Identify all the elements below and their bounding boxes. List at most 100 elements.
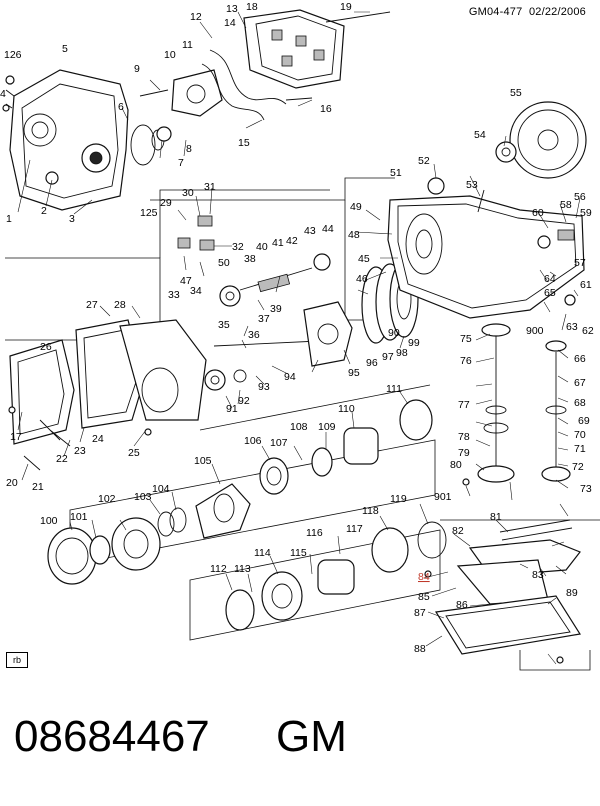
fasteners (2, 75, 564, 664)
callout-53: 53 (466, 179, 478, 191)
control-valve-body (9, 319, 207, 471)
callout-76: 76 (460, 355, 472, 367)
callout-42: 42 (286, 235, 298, 247)
callout-28: 28 (114, 299, 126, 311)
callout-105: 105 (194, 455, 212, 467)
callout-57: 57 (574, 257, 586, 269)
callout-93: 93 (258, 381, 270, 393)
callout-49: 49 (350, 201, 362, 213)
valve-body-assembly (139, 9, 391, 142)
callout-27: 27 (86, 299, 98, 311)
callout-40: 40 (256, 241, 268, 253)
callout-900: 900 (526, 325, 544, 337)
callout-83: 83 (532, 569, 544, 581)
callout-103: 103 (134, 491, 152, 503)
callout-115: 115 (290, 547, 307, 559)
callout-116: 116 (306, 527, 323, 539)
callout-24: 24 (92, 433, 104, 445)
callout-100: 100 (40, 515, 58, 527)
case-cover-assembly (5, 69, 165, 211)
callout-25: 25 (128, 447, 140, 459)
callout-901: 901 (434, 491, 452, 503)
callout-62: 62 (582, 325, 594, 337)
callout-50: 50 (218, 257, 230, 269)
callout-90: 90 (388, 327, 400, 339)
callout-97: 97 (382, 351, 394, 363)
exploded-transmission-diagram: 1 2 3 4 5 6 7 8 9 10 11 12 13 14 15 16 1… (0, 1, 600, 671)
planetary-gearsets (47, 399, 447, 631)
callout-126: 126 (4, 49, 22, 61)
callout-16: 16 (320, 103, 332, 115)
callout-29: 29 (160, 197, 172, 209)
callout-labels: 1 2 3 4 5 6 7 8 9 10 11 12 13 14 15 16 1… (0, 1, 594, 655)
callout-94: 94 (284, 371, 296, 383)
callout-64: 64 (544, 273, 556, 285)
callout-12: 12 (190, 11, 202, 23)
callout-96: 96 (366, 357, 378, 369)
callout-68a: 68 (574, 397, 586, 409)
callout-13: 13 (226, 3, 238, 15)
callout-31: 31 (204, 181, 216, 193)
callout-66: 66 (574, 353, 586, 365)
callout-125: 125 (140, 207, 158, 219)
callout-102: 102 (98, 493, 116, 505)
callout-75: 75 (460, 333, 472, 345)
callout-46: 46 (356, 273, 368, 285)
callout-22: 22 (56, 453, 68, 465)
callout-118: 118 (362, 505, 379, 517)
callout-79: 79 (458, 447, 470, 459)
callout-36: 36 (248, 329, 260, 341)
caption: 08684467 GM (14, 712, 347, 762)
callout-81a: 81 (490, 511, 502, 523)
callout-63: 63 (566, 321, 578, 333)
callout-98: 98 (396, 347, 408, 359)
gear-train (177, 215, 341, 391)
callout-106: 106 (244, 435, 262, 447)
callout-5: 5 (62, 43, 68, 55)
callout-3: 3 (69, 213, 75, 225)
callout-69: 69 (578, 415, 590, 427)
callout-1: 1 (6, 213, 12, 225)
callout-51: 51 (390, 167, 402, 179)
callout-52: 52 (418, 155, 430, 167)
callout-82a: 82 (452, 525, 464, 537)
callout-108: 108 (290, 421, 308, 433)
transmission-case (387, 177, 585, 319)
callout-87: 87 (414, 607, 426, 619)
callout-4: 4 (0, 88, 6, 100)
callout-39: 39 (270, 303, 282, 315)
servo-assemblies (477, 323, 571, 483)
callout-55: 55 (510, 87, 522, 99)
callout-107: 107 (270, 437, 288, 449)
callout-54: 54 (474, 129, 486, 141)
callout-114: 114 (254, 547, 271, 559)
callout-37: 37 (258, 313, 270, 325)
callout-9: 9 (134, 63, 140, 75)
callout-15: 15 (238, 137, 250, 149)
callout-38: 38 (244, 253, 256, 265)
callout-101: 101 (70, 511, 88, 523)
callout-26: 26 (40, 341, 52, 353)
callout-35: 35 (218, 319, 230, 331)
callout-21: 21 (32, 481, 44, 493)
callout-58: 58 (560, 199, 572, 211)
callout-104: 104 (152, 483, 170, 495)
callout-65: 65 (544, 287, 556, 299)
callout-17: 17 (10, 431, 22, 443)
callout-10: 10 (164, 49, 176, 61)
callout-7: 7 (178, 157, 184, 169)
callout-84-highlighted[interactable]: 84 (418, 571, 430, 583)
callout-41: 41 (272, 237, 284, 249)
callout-30: 30 (182, 187, 194, 199)
callout-14: 14 (224, 17, 236, 29)
callout-85: 85 (418, 591, 430, 603)
callout-2: 2 (41, 205, 47, 217)
callout-33: 33 (168, 289, 180, 301)
callout-77: 77 (458, 399, 470, 411)
callout-18: 18 (246, 1, 258, 13)
callout-43: 43 (304, 225, 316, 237)
callout-109: 109 (318, 421, 336, 433)
callout-91: 91 (226, 403, 238, 415)
callout-73: 73 (580, 483, 592, 495)
callout-34: 34 (190, 285, 202, 297)
